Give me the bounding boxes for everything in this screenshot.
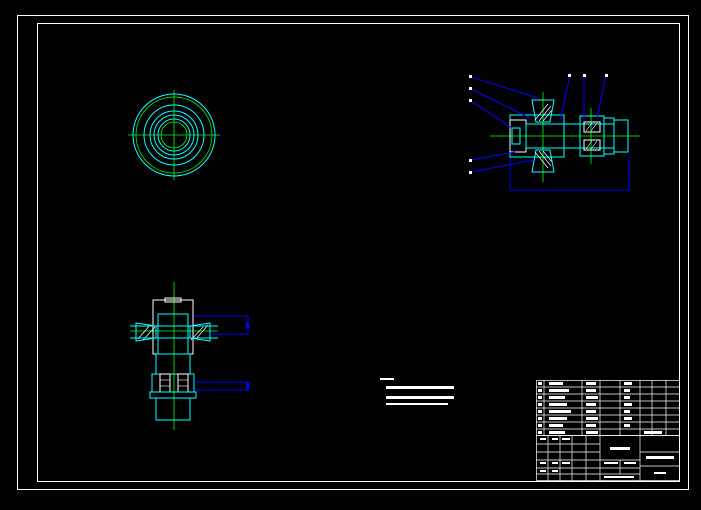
end-view [128, 90, 220, 180]
inner-border [37, 23, 680, 482]
title-block-text [538, 382, 674, 478]
section-view-horizontal [469, 74, 640, 191]
section-view-vertical [130, 282, 249, 430]
technical-notes [380, 378, 454, 405]
outer-border [17, 15, 689, 490]
title-block [536, 380, 680, 481]
